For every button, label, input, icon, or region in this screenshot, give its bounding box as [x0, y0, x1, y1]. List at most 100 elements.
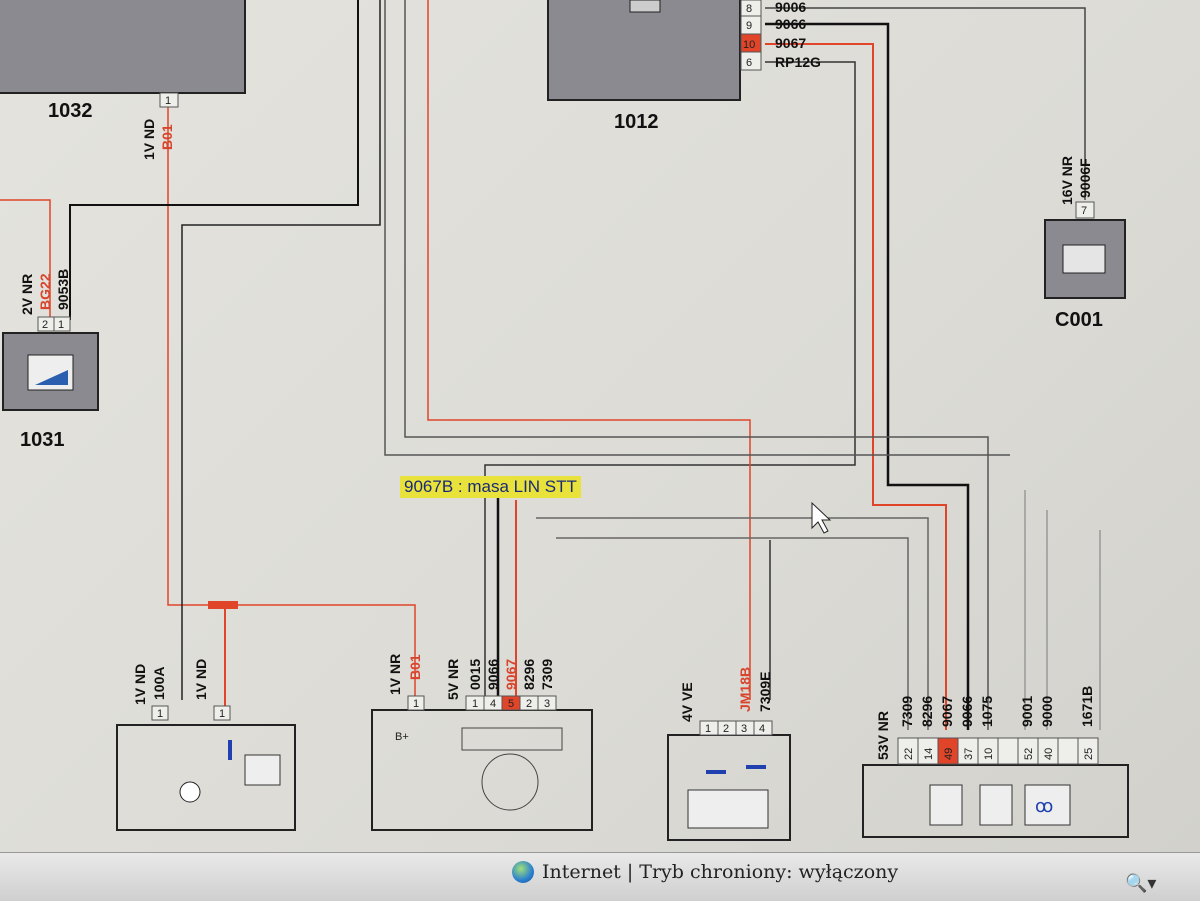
- component-1031-label: 1031: [20, 429, 65, 451]
- wire-label: 100A: [151, 667, 167, 700]
- svg-text:9: 9: [746, 20, 752, 32]
- svg-text:9066: 9066: [775, 16, 806, 32]
- svg-text:8296: 8296: [521, 659, 537, 690]
- connector-label: 1V NR: [387, 654, 403, 695]
- svg-text:9066: 9066: [959, 696, 975, 727]
- component-1012-label: 1012: [614, 111, 659, 133]
- wire-9000-9001-1671b: [1024, 490, 1101, 730]
- connector-icon: [629, 0, 661, 13]
- wire-jm18b: [427, 0, 751, 700]
- svg-text:10: 10: [983, 748, 995, 760]
- wire-b01-alt: [225, 604, 416, 700]
- svg-text:49: 49: [943, 748, 955, 760]
- wire-label: B01: [159, 124, 175, 150]
- svg-text:25: 25: [1083, 748, 1095, 760]
- svg-text:14: 14: [923, 748, 935, 760]
- svg-text:9067: 9067: [503, 659, 519, 690]
- zoom-menu-button[interactable]: 🔍▾: [1125, 873, 1157, 893]
- svg-text:1: 1: [219, 708, 225, 720]
- wire-9006: [765, 7, 1086, 200]
- svg-text:3: 3: [741, 723, 747, 735]
- svg-text:40: 40: [1043, 748, 1055, 760]
- component-1032-box: [0, 0, 246, 94]
- coil-icon: [1024, 784, 1071, 826]
- diagram-canvas: 1032 1 1V ND B01 1012 8 9006 9 9066 10 9…: [0, 0, 1200, 855]
- wire-label: B01: [407, 654, 423, 680]
- wire-9066: [765, 22, 970, 730]
- svg-text:1: 1: [58, 319, 64, 331]
- svg-text:2: 2: [526, 698, 532, 710]
- svg-text:0015: 0015: [467, 659, 483, 690]
- svg-text:10: 10: [743, 39, 755, 51]
- connector-label: 5V NR: [445, 659, 461, 700]
- svg-text:9001: 9001: [1019, 696, 1035, 727]
- wires: [0, 0, 1101, 730]
- svg-text:8: 8: [746, 3, 752, 15]
- svg-text:1: 1: [705, 723, 711, 735]
- connector-label: 53V NR: [875, 711, 891, 760]
- svg-text:1: 1: [157, 708, 163, 720]
- ecu-pins: 22 14 49 37 10 52 40 25 7309 8296 9067 9…: [897, 686, 1099, 765]
- connector-label: 16V NR: [1059, 156, 1075, 205]
- wire-tooltip: 9067B : masa LIN STT: [400, 476, 581, 498]
- svg-text:RP12G: RP12G: [775, 54, 821, 70]
- svg-text:52: 52: [1023, 748, 1035, 760]
- wire-9067: [765, 43, 947, 730]
- sensor-icon: [687, 789, 769, 829]
- svg-text:1671B: 1671B: [1079, 686, 1095, 727]
- wire-rp12g: [484, 61, 856, 700]
- svg-text:7309: 7309: [899, 696, 915, 727]
- status-bar: Internet | Tryb chroniony: wyłączony 🔍▾: [0, 852, 1200, 901]
- wire-9053b: [69, 0, 359, 320]
- wire-8296: [536, 517, 929, 730]
- wiring-diagram: 1032 1 1V ND B01 1012 8 9006 9 9066 10 9…: [0, 0, 1129, 841]
- svg-text:4V VE: 4V VE: [679, 682, 695, 722]
- injector-icon: [979, 784, 1013, 826]
- wire-label: 9006F: [1077, 158, 1093, 198]
- svg-text:37: 37: [963, 748, 975, 760]
- wire-label: 9053B: [55, 269, 71, 310]
- svg-text:3: 3: [544, 698, 550, 710]
- svg-text:9067: 9067: [775, 35, 806, 51]
- status-text: Internet | Tryb chroniony: wyłączony: [542, 861, 899, 883]
- wire-b01: [167, 105, 225, 606]
- starter-icon: [244, 754, 281, 786]
- sensor-pins: 1 2 3 4 4V VE JM18B 7309E: [679, 667, 773, 736]
- component-c001-label: C001: [1055, 309, 1103, 331]
- svg-text:1: 1: [413, 698, 419, 710]
- svg-text:5: 5: [508, 698, 514, 710]
- wire-bg22: [0, 199, 51, 320]
- wire-0015: [384, 0, 1010, 456]
- svg-text:8296: 8296: [919, 696, 935, 727]
- wire-1075: [404, 0, 989, 730]
- wire-100a: [181, 0, 381, 700]
- svg-text:JM18B: JM18B: [737, 667, 753, 712]
- connector-label: 2V NR: [19, 274, 35, 315]
- svg-text:1075: 1075: [979, 696, 995, 727]
- svg-text:6: 6: [746, 57, 752, 69]
- wire-label: BG22: [37, 273, 53, 310]
- connector-label: 1V ND: [141, 119, 157, 160]
- svg-text:2: 2: [42, 319, 48, 331]
- svg-text:4: 4: [490, 698, 496, 710]
- svg-text:2: 2: [723, 723, 729, 735]
- svg-text:ꝏ: ꝏ: [1035, 796, 1053, 816]
- svg-text:22: 22: [903, 748, 915, 760]
- chip-icon: [929, 784, 963, 826]
- pin-number: 7: [1081, 205, 1087, 217]
- bplus-label: B+: [395, 731, 409, 743]
- svg-text:7309E: 7309E: [757, 672, 773, 712]
- component-1012-box: [547, 0, 741, 101]
- pin-number: 1: [165, 95, 171, 107]
- svg-text:1: 1: [472, 698, 478, 710]
- svg-text:9067: 9067: [939, 696, 955, 727]
- connector-label: 1V ND: [132, 664, 148, 705]
- wire-7309: [556, 537, 909, 730]
- diagnostic-socket-icon: [1062, 244, 1106, 274]
- ecu-box: [862, 764, 1129, 838]
- alternator-pins: 1 4 5 2 3 0015 9066 9067 8296 7309: [465, 659, 557, 711]
- pin-box: [159, 92, 179, 108]
- component-1012-pins: 8 9006 9 9066 10 9067 6 RP12G: [740, 0, 821, 71]
- connector-label: 1V ND: [193, 659, 209, 700]
- component-1032-label: 1032: [48, 100, 93, 122]
